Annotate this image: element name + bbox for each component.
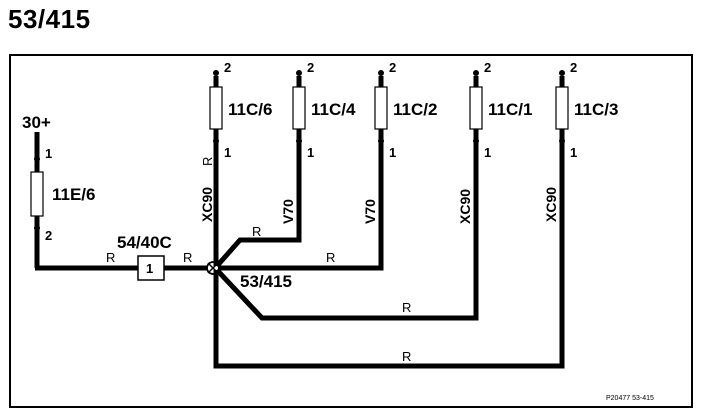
pin-label: 2 (570, 60, 577, 75)
diagram-frame (9, 54, 693, 408)
pin-label: 2 (45, 228, 52, 243)
fuse-label: 11C/4 (311, 100, 356, 119)
branch-11c3: R XC90 (213, 149, 565, 369)
pin-label: 1 (224, 145, 231, 160)
pin-label: 2 (389, 60, 396, 75)
variant-label: XC90 (457, 189, 473, 224)
terminal (296, 70, 302, 76)
terminal (378, 70, 384, 76)
wire-segment (218, 149, 384, 271)
fuse-label: 11C/1 (488, 100, 532, 119)
variant-label: XC90 (543, 187, 559, 222)
wire-color-label: R (200, 157, 215, 166)
fuse-body (374, 86, 388, 130)
terminal (473, 138, 479, 144)
wire-color-label: R (252, 224, 261, 239)
fuse-label: 11C/6 (228, 100, 272, 119)
terminal (378, 138, 384, 144)
terminal (559, 70, 565, 76)
fuse-11c1[interactable]: 2 11C/1 1 (469, 60, 532, 160)
wire-color-label: R (402, 349, 411, 364)
variant-label: V70 (362, 199, 378, 224)
page-title: 53/415 (8, 4, 91, 34)
fuse-11c2[interactable]: 2 11C/2 1 (374, 60, 437, 160)
branch-11c2: R V70 (218, 149, 384, 271)
connector-label: 54/40C (117, 233, 172, 252)
terminal (34, 225, 40, 231)
terminal (34, 156, 40, 162)
wire-color-label: R (402, 300, 411, 315)
pin-label: 2 (224, 60, 231, 75)
wire-segment (213, 149, 565, 369)
fuse-body (469, 86, 483, 130)
power-label: 30+ (22, 113, 51, 132)
fuse-label: 11C/3 (574, 100, 618, 119)
variant-label: XC90 (199, 187, 215, 222)
splice-label: 53/415 (240, 272, 292, 291)
fuse-11c6[interactable]: 2 11C/6 1 (209, 60, 272, 160)
wire-color-label: R (326, 250, 335, 265)
fuse-label: 11C/2 (393, 100, 437, 119)
terminal (473, 70, 479, 76)
pin-label: 1 (484, 145, 491, 160)
branch-11c1: R XC90 (215, 149, 479, 321)
wire-color-label: R (106, 250, 115, 265)
terminal (559, 138, 565, 144)
wire-segment (215, 149, 479, 321)
fuse-body (30, 171, 44, 217)
fuse-label: 11E/6 (52, 185, 96, 204)
pin-label: 1 (570, 145, 577, 160)
power-feed: 30+ (22, 113, 51, 268)
pin-label: 1 (45, 146, 52, 161)
terminal (296, 138, 302, 144)
pin-label: 2 (484, 60, 491, 75)
connector-pin: 1 (146, 261, 153, 276)
fuse-body (209, 86, 223, 130)
reference-code: P20477 53-415 (606, 395, 654, 402)
connector-54-40c[interactable]: 54/40C 1 (117, 233, 172, 281)
terminal (213, 138, 219, 144)
terminal (213, 70, 219, 76)
wire-color-label: R (183, 250, 192, 265)
fuse-11e6[interactable]: 1 11E/6 2 (30, 146, 96, 243)
branch-11c6: R XC90 (199, 149, 219, 266)
wire-segment (215, 149, 302, 268)
variant-label: V70 (280, 199, 296, 224)
fuse-body (555, 86, 569, 130)
fuse-11c4[interactable]: 2 11C/4 1 (292, 60, 356, 160)
pin-label: 2 (307, 60, 314, 75)
fuse-body (292, 86, 306, 130)
pin-label: 1 (389, 145, 396, 160)
branch-11c4: R V70 (215, 149, 302, 268)
pin-label: 1 (307, 145, 314, 160)
fuse-11c3[interactable]: 2 11C/3 1 (555, 60, 618, 160)
